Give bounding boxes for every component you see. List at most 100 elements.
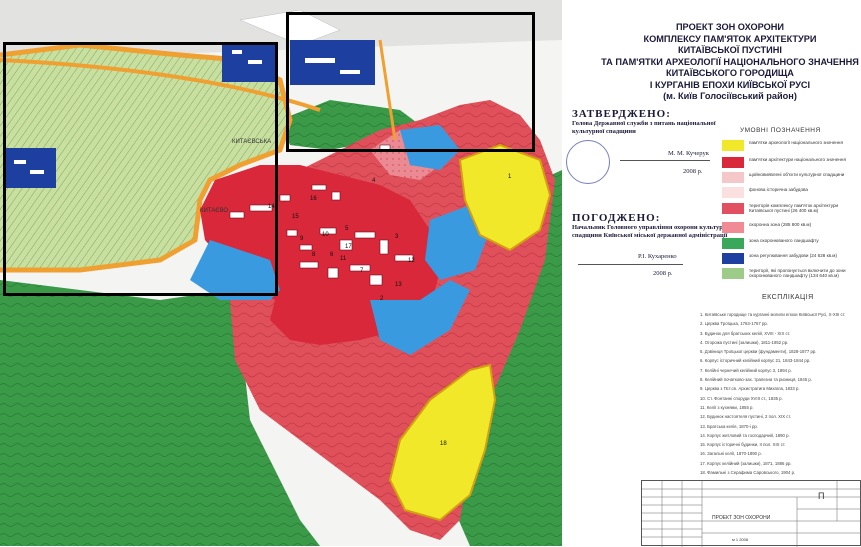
approval-signature-line — [620, 154, 710, 161]
agreed-text: Начальник Головного управління охорони к… — [572, 224, 732, 239]
explication-title: ЕКСПЛІКАЦІЯ — [762, 294, 814, 301]
title-stamp-table: ПРОЕКТ ЗОН ОХОРОНИ П м 1 2008 — [641, 480, 861, 547]
legend-title: УМОВНІ ПОЗНАЧЕННЯ — [740, 127, 821, 134]
legend-item: пам'ятки археології національного значен… — [722, 140, 857, 152]
explication-item: 17. Корпус келійний (залишки), 1871, 188… — [700, 460, 792, 466]
legend-label: пам'ятки археології національного значен… — [749, 140, 843, 145]
explication-item: 4. Огорожа пустині (залишки), 1811-1852 … — [700, 339, 789, 345]
map-number-label: 7 — [360, 268, 364, 274]
map-number-label: 17 — [345, 244, 352, 250]
proposed-landscape-zone — [0, 45, 290, 270]
legend-item: території, які пропонується включити до … — [722, 268, 857, 280]
blue-zone-6 — [425, 205, 490, 280]
explication-item: 10. Ст. Фонтанні споруди XVIII ст., 1835… — [700, 395, 783, 401]
map-number-label: 14 — [268, 204, 275, 210]
stamp-title: ПРОЕКТ ЗОН ОХОРОНИ — [712, 515, 771, 521]
approval-year: 2008 р. — [683, 168, 703, 175]
map-label-kytaevo-1: КИТАЄВО — [200, 208, 228, 214]
legend-item: фонова історична забудова — [722, 187, 857, 199]
map-number-label: 15 — [292, 214, 299, 220]
map-number-label: 16 — [310, 196, 317, 202]
explication-item: 9. Церква з Пст.св. Архистратига Михаїла… — [700, 386, 800, 392]
explication-item: 3. Будинок для братських келій, XVIII - … — [700, 330, 791, 336]
legend-label: фонова історична забудова — [749, 187, 808, 192]
explication-item: 7. Келійні чернечий келійний корпус 3, 1… — [700, 367, 792, 373]
blue-zone-4 — [190, 240, 280, 300]
stamp-sheet: П — [818, 491, 825, 501]
map-number-label: 1 — [508, 174, 512, 180]
stamp-grid — [642, 481, 861, 547]
map-number-label: 12 — [408, 258, 415, 264]
legend-swatch — [722, 203, 744, 214]
map-number-label: 6 — [330, 252, 334, 258]
explication-item: 1. Китаївське городище та курганні могил… — [700, 312, 846, 317]
legend-item: територія комплексу пам'яток архітектури… — [722, 203, 857, 215]
agreed-signature: Р.І. Кухаренко — [638, 253, 677, 260]
highlight-frame-north — [286, 12, 535, 152]
explication-item: 8. Келійний початково-зах. трапезна та р… — [700, 377, 812, 383]
map-number-label: 10 — [322, 232, 329, 238]
title-line-3: КИТАЇВСЬКОЇ ПУСТИНІ — [678, 45, 782, 55]
map-number-label: 5 — [345, 226, 349, 232]
map-number-label: 9 — [300, 236, 304, 242]
legend-item: щойновиявлені об'єкти культурної спадщин… — [722, 172, 857, 184]
legend-item: пам'ятки архітектури національного значе… — [722, 157, 857, 169]
explication-item: 12. Будинок настоятеля пустині, 2 пол. X… — [700, 414, 792, 420]
map-number-label: 2 — [380, 296, 384, 302]
legend-swatch — [722, 157, 744, 168]
explication-item: 5. Дзвіниця Троїцької церкви (фундаменти… — [700, 349, 817, 355]
legend-label: територія комплексу пам'яток архітектури… — [749, 203, 839, 214]
legend-swatch — [722, 268, 744, 279]
legend-swatch — [722, 238, 744, 249]
blue-zone-7 — [370, 280, 470, 355]
explication-item: 6. Корпус історичний келійний корпус 21,… — [700, 358, 811, 364]
agreed-block: ПОГОДЖЕНО: Начальник Головного управлінн… — [572, 212, 732, 240]
title-location: (м. Київ Голосіївський район) — [663, 91, 797, 101]
approval-text: Голова Державної служби з питань націона… — [572, 120, 716, 135]
explication-item: 11. Келії з кухнями, 1855 р. — [700, 404, 754, 410]
agreed-year: 2008 р. — [653, 270, 673, 277]
map-number-label: 8 — [312, 252, 316, 258]
map-label-kytaevo-2: КИТАЄВСЬКА — [232, 139, 271, 145]
legend-swatch — [722, 222, 744, 233]
map-number-label: 13 — [395, 282, 402, 288]
map-number-label: 4 — [372, 178, 376, 184]
archaeology-monument-south — [388, 363, 497, 522]
legend-label: зона регулювання забудови (24 628 кв.м) — [749, 253, 837, 258]
title-line-2: КОМПЛЕКСУ ПАМ'ЯТОК АРХІТЕКТУРИ — [643, 33, 817, 44]
title-line-5: КИТАЇВСЬКОГО ГОРОДИЩА — [666, 68, 794, 78]
explication-item: 2. Церква Троїцька, 1763-1767 рр. — [700, 321, 768, 327]
agreed-heading: ПОГОДЖЕНО: — [572, 212, 661, 224]
map-number-label: 18 — [440, 441, 447, 447]
legend-label: пам'ятки архітектури національного значе… — [749, 157, 846, 162]
legend-swatch — [722, 253, 744, 264]
building-regulation-zone-3 — [6, 148, 56, 188]
map-number-label: 11 — [340, 256, 347, 262]
title-line-6: І КУРГАНІВ ЕПОХИ КИЇВСЬКОЇ РУСІ — [649, 79, 811, 90]
highlight-frame-west — [3, 42, 278, 296]
agreed-signature-line — [578, 258, 683, 265]
approval-block: ЗАТВЕРДЖЕНО: Голова Державної служби з п… — [572, 108, 732, 136]
approval-heading: ЗАТВЕРДЖЕНО: — [572, 108, 671, 120]
legend-label: охоронна зона (285 800 кв.м) — [749, 222, 812, 227]
legend-label: зона охоронюваного ландшафту — [749, 238, 819, 243]
legend-swatch — [722, 140, 744, 151]
explication-item: 14. Корпус житловий та господарчий, 1890… — [700, 432, 790, 438]
legend-item: зона регулювання забудови (24 628 кв.м) — [722, 253, 857, 265]
legend-label: щойновиявлені об'єкти культурної спадщин… — [749, 172, 845, 177]
explication-list: 1. Китаївське городище та курганні могил… — [700, 310, 860, 477]
legend-item: зона охоронюваного ландшафту — [722, 238, 857, 250]
stamp-seal-icon — [566, 140, 610, 184]
legend-swatch — [722, 172, 744, 183]
map-title: ПРОЕКТ ЗОН ОХОРОНИ КОМПЛЕКСУ ПАМ'ЯТОК АР… — [600, 22, 860, 103]
approval-signature: М. М. Кучерук — [668, 150, 709, 157]
map-number-label: 3 — [395, 234, 399, 240]
explication-item: 13. Братська келія, 1870-і рр. — [700, 423, 758, 429]
legend-item: охоронна зона (285 800 кв.м) — [722, 222, 857, 234]
title-line-4: ТА ПАМ'ЯТКИ АРХЕОЛОГІЇ НАЦІОНАЛЬНОГО ЗНА… — [601, 56, 859, 67]
blue-zone-5 — [400, 125, 460, 170]
stamp-bottom: м 1 2008 — [732, 537, 749, 542]
legend-swatch — [722, 187, 744, 198]
